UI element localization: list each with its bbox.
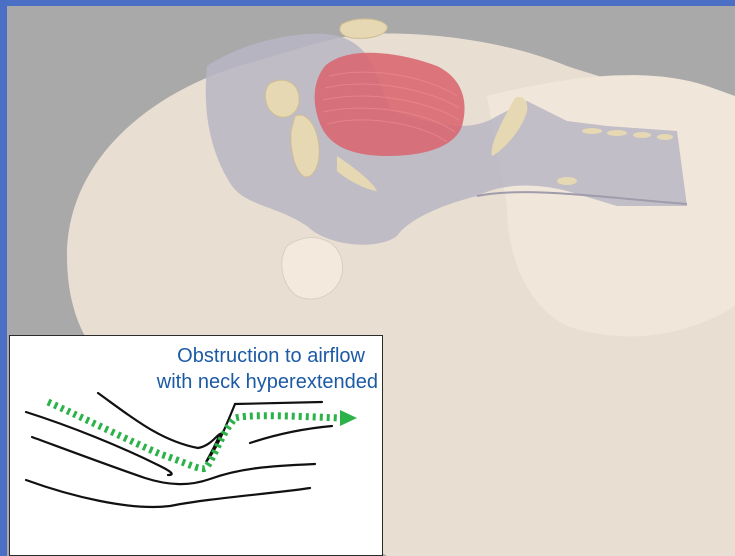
- airway-right-wall: [250, 426, 332, 443]
- airflow-arrowhead: [340, 410, 357, 426]
- inset-caption-line-2: with neck hyperextended: [157, 371, 378, 393]
- chin-lobe: [282, 238, 343, 300]
- airway-lower-wall: [32, 437, 315, 484]
- inset-caption-line-1: Obstruction to airflow: [177, 345, 365, 367]
- airflow-inset: Obstruction to airflow with neck hyperex…: [9, 335, 383, 556]
- airway-schematic: [10, 336, 383, 556]
